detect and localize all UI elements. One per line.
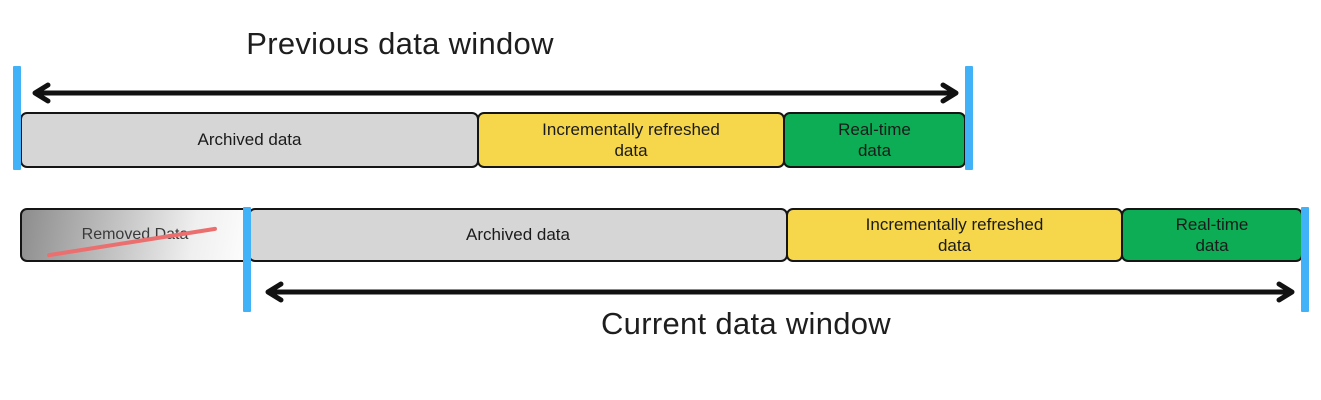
previous-bar-segment-incremental: Incrementally refreshed data [477,112,785,168]
previous-window-span-arrow-icon [32,82,959,104]
current-archived-label: Archived data [466,225,570,245]
previous-window-start-marker [13,66,21,170]
current-realtime-label: Real-time data [1175,214,1249,255]
current-bar-segment-incremental: Incrementally refreshed data [786,208,1123,262]
previous-realtime-label: Real-time data [838,119,911,160]
current-bar-segment-realtime: Real-time data [1121,208,1303,262]
current-window-title: Current data window [600,306,891,341]
current-window-span-arrow-icon [265,281,1295,303]
previous-bar-segment-archived: Archived data [20,112,479,168]
current-bar-segment-archived: Archived data [248,208,788,262]
current-window-start-marker [243,207,251,312]
current-bar-segment-removed: Removed Data [20,208,250,262]
previous-incremental-label: Incrementally refreshed data [542,119,720,160]
previous-bar-segment-realtime: Real-time data [783,112,966,168]
previous-window-title: Previous data window [246,26,554,61]
current-window-end-marker [1301,207,1309,312]
previous-archived-label: Archived data [197,130,302,150]
current-incremental-label: Incrementally refreshed data [865,214,1044,255]
previous-window-end-marker [965,66,973,170]
